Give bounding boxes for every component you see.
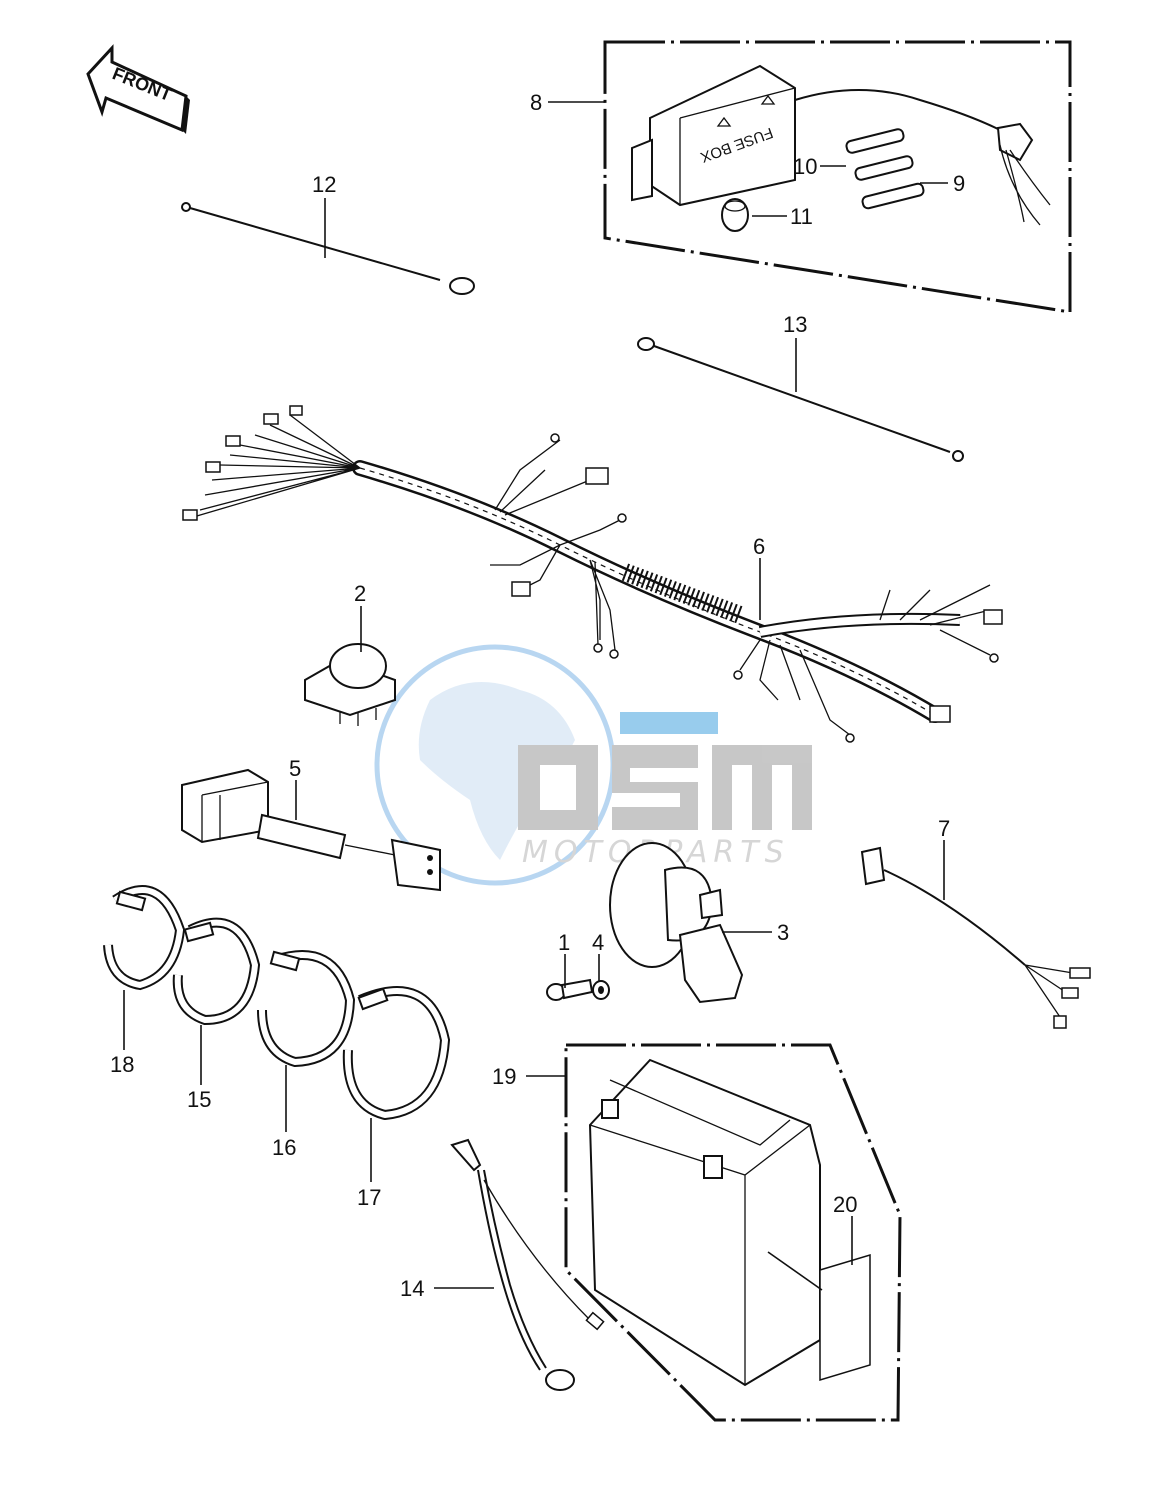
callout-3: 3 xyxy=(777,920,789,945)
callout-18: 18 xyxy=(110,1052,134,1077)
callout-6: 6 xyxy=(753,534,765,559)
grommet-11 xyxy=(721,198,749,232)
battery xyxy=(588,1058,821,1387)
band-16 xyxy=(257,950,356,1068)
fuse-box-frame xyxy=(603,40,1072,314)
callout-1: 1 xyxy=(558,930,570,955)
flasher-relay xyxy=(304,643,396,726)
horn-3 xyxy=(609,842,744,1004)
callout-12: 12 xyxy=(312,172,336,197)
band-15 xyxy=(172,917,261,1026)
callout-9: 9 xyxy=(953,171,965,196)
callout-8: 8 xyxy=(530,90,542,115)
callout-19: 19 xyxy=(492,1064,516,1089)
callout-4: 4 xyxy=(592,930,604,955)
callout-20: 20 xyxy=(833,1192,857,1217)
module-5 xyxy=(181,768,441,892)
callout-2: 2 xyxy=(354,581,366,606)
callout-11: 11 xyxy=(790,204,813,229)
bolt-1 xyxy=(546,978,594,1001)
fuse-9b xyxy=(861,182,925,210)
callouts: 8 10 9 11 12 13 6 2 5 7 3 1 4 19 18 15 1… xyxy=(110,90,965,1301)
main-wiring-harness xyxy=(182,405,1003,743)
fuse-9a xyxy=(854,155,914,181)
lead-13 xyxy=(637,337,964,462)
front-arrow-icon: FRONT xyxy=(86,44,190,134)
fuse-box: FUSE BOX xyxy=(631,64,796,207)
callout-14: 14 xyxy=(400,1276,424,1301)
battery-assembly xyxy=(564,1043,902,1422)
callout-10: 10 xyxy=(793,154,817,179)
washer-4 xyxy=(592,980,610,1000)
callout-5: 5 xyxy=(289,756,301,781)
ground-lead-12 xyxy=(181,202,475,295)
band-17 xyxy=(342,986,451,1121)
callout-16: 16 xyxy=(272,1135,296,1160)
fuse-box-assembly: FUSE BOX xyxy=(603,40,1072,314)
watermark-logo xyxy=(518,712,812,830)
callout-15: 15 xyxy=(187,1087,211,1112)
callout-7: 7 xyxy=(938,816,950,841)
leader-lines xyxy=(123,101,948,1291)
fuse-10 xyxy=(845,128,905,154)
label-20 xyxy=(819,1253,871,1382)
band-18 xyxy=(103,885,186,991)
watermark: MOTORPARTS xyxy=(374,644,812,886)
callout-17: 17 xyxy=(357,1185,381,1210)
callout-13: 13 xyxy=(783,312,807,337)
battery-cable-14 xyxy=(450,1138,605,1391)
battery-frame xyxy=(564,1043,902,1422)
sub-harness-7 xyxy=(860,846,1091,1029)
